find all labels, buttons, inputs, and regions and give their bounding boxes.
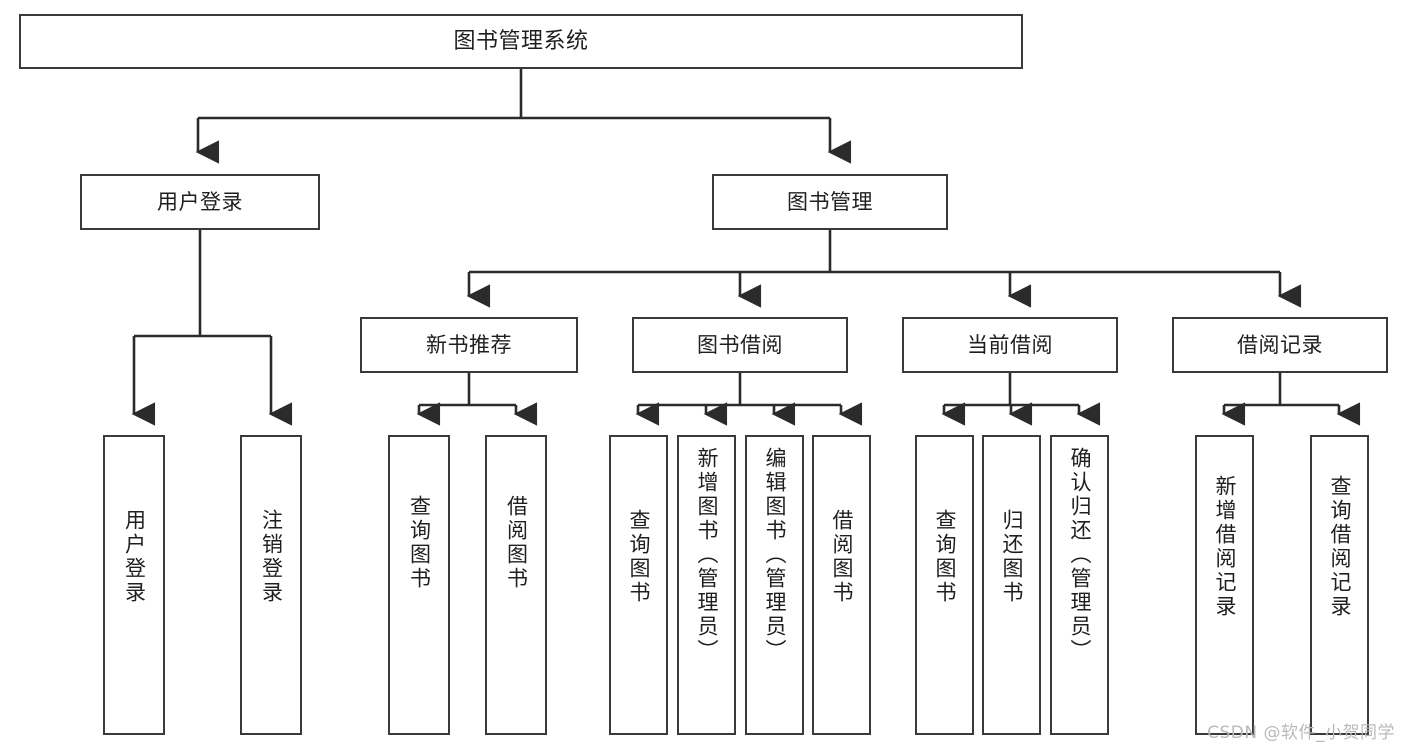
leaf-borrow-book-1[interactable]: 借阅图书 <box>485 435 547 735</box>
node-current-borrow[interactable]: 当前借阅 <box>902 317 1118 373</box>
leaf-confirm-return-label: 确认归还（管理员） <box>1068 447 1092 663</box>
node-user-login[interactable]: 用户登录 <box>80 174 320 230</box>
node-new-book-recommend[interactable]: 新书推荐 <box>360 317 578 373</box>
leaf-user-login[interactable]: 用户登录 <box>103 435 165 735</box>
node-current-borrow-label: 当前借阅 <box>967 332 1053 357</box>
node-new-book-recommend-label: 新书推荐 <box>426 332 512 357</box>
leaf-edit-book-label: 编辑图书（管理员） <box>763 447 787 663</box>
node-borrow-record-label: 借阅记录 <box>1237 332 1323 357</box>
leaf-query-book-1[interactable]: 查询图书 <box>388 435 450 735</box>
leaf-query-book-3-label: 查询图书 <box>933 509 957 605</box>
leaf-user-login-label: 用户登录 <box>122 509 147 605</box>
leaf-query-record-label: 查询借阅记录 <box>1328 475 1352 619</box>
leaf-add-record[interactable]: 新增借阅记录 <box>1195 435 1254 735</box>
leaf-query-book-1-label: 查询图书 <box>407 495 432 591</box>
csdn-watermark: CSDN @软件_小贺同学 <box>1207 723 1395 743</box>
leaf-return-book[interactable]: 归还图书 <box>982 435 1041 735</box>
node-borrow-record[interactable]: 借阅记录 <box>1172 317 1388 373</box>
leaf-user-logout-label: 注销登录 <box>259 509 284 605</box>
node-root-system[interactable]: 图书管理系统 <box>19 14 1023 69</box>
node-book-manage-label: 图书管理 <box>787 189 873 214</box>
leaf-return-book-label: 归还图书 <box>1000 509 1024 605</box>
leaf-query-record[interactable]: 查询借阅记录 <box>1310 435 1369 735</box>
node-book-borrow[interactable]: 图书借阅 <box>632 317 848 373</box>
node-root-label: 图书管理系统 <box>453 28 589 54</box>
leaf-edit-book[interactable]: 编辑图书（管理员） <box>745 435 804 735</box>
leaf-query-book-2[interactable]: 查询图书 <box>609 435 668 735</box>
leaf-add-record-label: 新增借阅记录 <box>1213 475 1237 619</box>
leaf-user-logout[interactable]: 注销登录 <box>240 435 302 735</box>
leaf-borrow-book-2[interactable]: 借阅图书 <box>812 435 871 735</box>
node-book-borrow-label: 图书借阅 <box>697 332 783 357</box>
leaf-query-book-2-label: 查询图书 <box>627 509 651 605</box>
leaf-confirm-return[interactable]: 确认归还（管理员） <box>1050 435 1109 735</box>
node-user-login-label: 用户登录 <box>157 189 243 214</box>
leaf-borrow-book-1-label: 借阅图书 <box>504 495 529 591</box>
node-book-manage[interactable]: 图书管理 <box>712 174 948 230</box>
leaf-borrow-book-2-label: 借阅图书 <box>830 509 854 605</box>
leaf-add-book[interactable]: 新增图书（管理员） <box>677 435 736 735</box>
leaf-add-book-label: 新增图书（管理员） <box>695 447 719 663</box>
leaf-query-book-3[interactable]: 查询图书 <box>915 435 974 735</box>
